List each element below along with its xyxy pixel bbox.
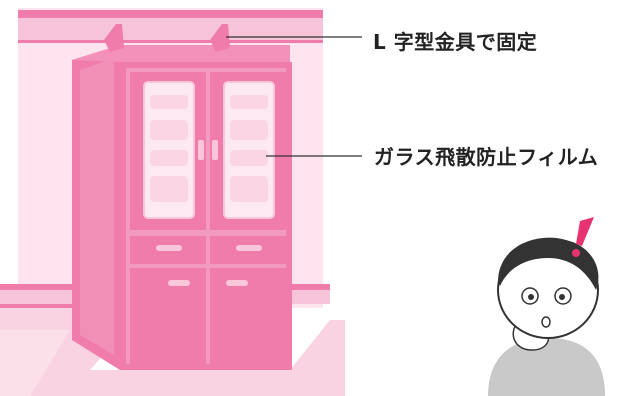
wall-rail-bottom bbox=[0, 284, 112, 290]
exclamation-icon bbox=[572, 217, 594, 257]
left-door-handle bbox=[198, 140, 204, 160]
wall-rail-top bbox=[18, 10, 323, 18]
person-thinking-icon bbox=[488, 237, 605, 396]
left-lower-door bbox=[130, 268, 206, 364]
right-door-handle bbox=[212, 140, 218, 160]
film-label: ガラス飛散防止フィルム bbox=[374, 145, 599, 169]
right-lower-door bbox=[210, 268, 286, 364]
cabinet-top bbox=[72, 45, 290, 62]
bracket-label: L 字型金具で固定 bbox=[373, 30, 538, 54]
l-bracket-icon bbox=[104, 24, 230, 52]
